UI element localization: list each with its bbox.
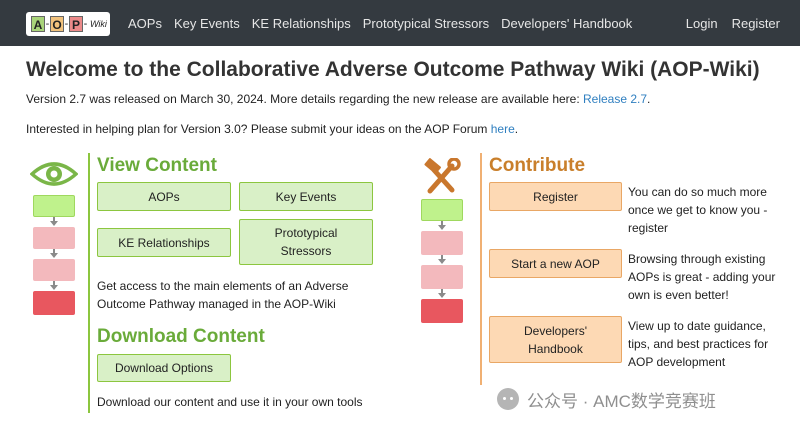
arrow-down-icon — [50, 285, 58, 290]
nav-link-key-events[interactable]: Key Events — [173, 15, 240, 31]
watermark-text: 公众号 · AMC数学竞赛班 — [527, 391, 716, 411]
contribute-pathway-diagram — [421, 199, 463, 323]
aop-wiki-logo[interactable]: A - O - P - Wiki — [26, 12, 110, 36]
ke-relationships-button[interactable]: KE Relationships — [97, 228, 231, 257]
nav-account-links: Login Register — [672, 0, 780, 46]
version-notice: Version 2.7 was released on March 30, 20… — [26, 92, 651, 106]
wechat-icon — [497, 388, 519, 410]
download-content-title: Download Content — [97, 326, 265, 347]
arrow-down-icon — [50, 253, 58, 258]
contribute-register-button[interactable]: Register — [489, 182, 622, 211]
view-content-title: View Content — [97, 155, 217, 176]
pathway-box-ke — [33, 259, 75, 281]
arrow-down-icon — [50, 221, 58, 226]
contribute-title: Contribute — [489, 155, 586, 176]
contribute-section-divider — [480, 153, 482, 385]
register-description: You can do so much more once we get to k… — [628, 185, 768, 235]
aops-button[interactable]: AOPs — [97, 182, 231, 211]
nav-link-ke-relationships[interactable]: KE Relationships — [251, 15, 351, 31]
prototypical-stressors-button[interactable]: Prototypical Stressors — [239, 219, 373, 265]
nav-links: AOPs Key Events KE Relationships Prototy… — [128, 0, 644, 46]
nav-link-aops[interactable]: AOPs — [128, 15, 162, 31]
start-new-aop-description: Browsing through existing AOPs is great … — [628, 252, 776, 302]
key-events-button[interactable]: Key Events — [239, 182, 373, 211]
forum-notice: Interested in helping plan for Version 3… — [26, 122, 519, 136]
tools-icon — [424, 158, 461, 194]
eye-icon — [30, 162, 78, 186]
view-section-divider — [88, 153, 90, 413]
nav-link-prototypical-stressors[interactable]: Prototypical Stressors — [362, 15, 490, 31]
forum-link[interactable]: here — [490, 122, 515, 136]
pathway-box-ke — [33, 227, 75, 249]
pathway-box-ke — [421, 231, 463, 255]
release-link[interactable]: Release 2.7 — [583, 92, 648, 106]
pathway-box-mie — [33, 195, 75, 217]
download-content-description: Download our content and use it in your … — [97, 395, 363, 409]
arrow-down-icon — [438, 225, 446, 230]
watermark: 公众号 · AMC数学竞赛班 — [497, 385, 716, 413]
developers-handbook-button[interactable]: Developers' Handbook — [489, 316, 622, 363]
start-new-aop-button[interactable]: Start a new AOP — [489, 249, 622, 278]
pathway-box-mie — [421, 199, 463, 221]
page-title: Welcome to the Collaborative Adverse Out… — [26, 58, 760, 81]
pathway-box-ke — [421, 265, 463, 289]
register-link[interactable]: Register — [731, 15, 780, 31]
view-pathway-diagram — [33, 195, 75, 317]
download-options-button[interactable]: Download Options — [97, 354, 231, 382]
arrow-down-icon — [438, 293, 446, 298]
logo-letter-a: A — [31, 16, 45, 32]
pathway-box-ao — [33, 291, 75, 315]
top-navbar: A - O - P - Wiki AOPs Key Events KE Rela… — [0, 0, 800, 46]
logo-wiki-text: Wiki — [90, 19, 107, 29]
login-link[interactable]: Login — [685, 15, 718, 31]
nav-link-developers-handbook[interactable]: Developers' Handbook — [501, 15, 633, 31]
view-content-description: Get access to the main elements of an Ad… — [97, 279, 349, 311]
logo-letter-o: O — [50, 16, 64, 32]
developers-handbook-description: View up to date guidance, tips, and best… — [628, 319, 769, 369]
logo-letter-p: P — [69, 16, 83, 32]
pathway-box-ao — [421, 299, 463, 323]
arrow-down-icon — [438, 259, 446, 264]
